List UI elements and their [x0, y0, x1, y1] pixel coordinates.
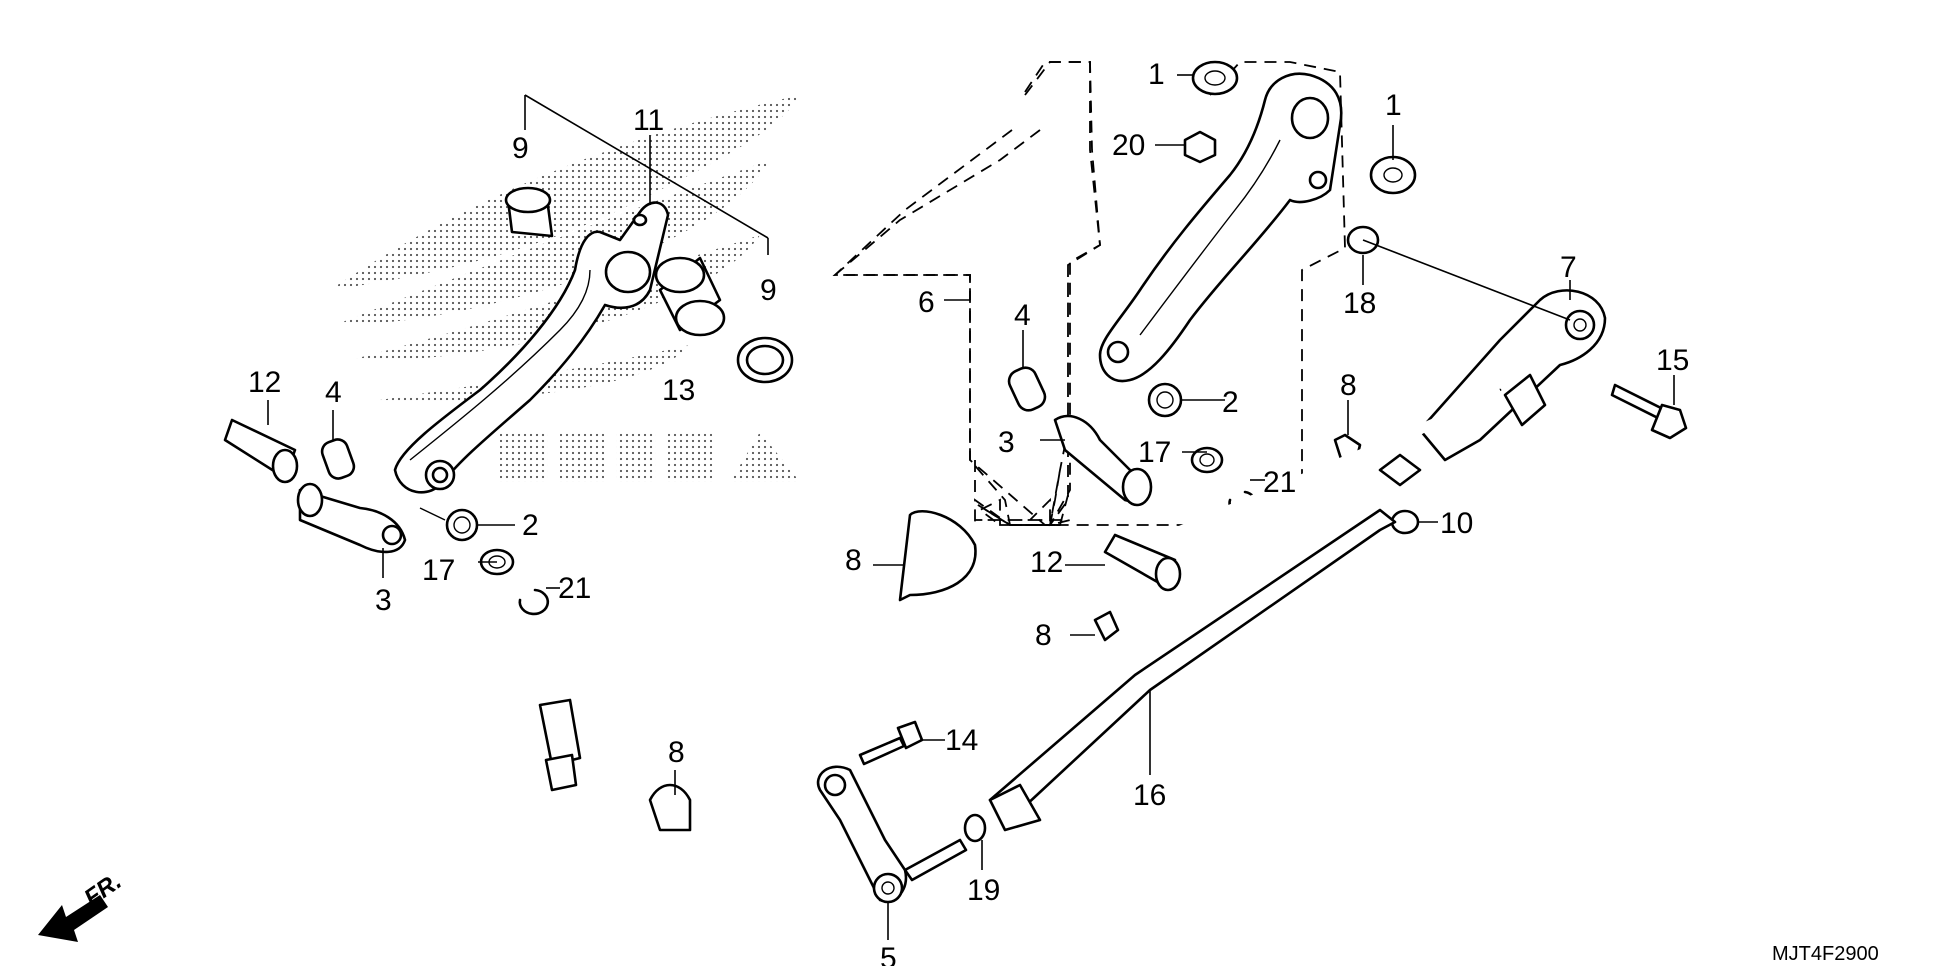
right-small-parts: [1007, 60, 1688, 535]
switch-cable: [538, 388, 1502, 878]
callout-2: 2: [522, 509, 539, 542]
callout-6: 6: [918, 286, 935, 319]
callout-3: 3: [375, 584, 392, 617]
left-small-parts: [223, 186, 794, 616]
callout-8: 8: [1340, 369, 1357, 402]
callout-17: 17: [422, 554, 455, 587]
callout-16: 16: [1133, 779, 1166, 812]
callout-11: 11: [633, 104, 664, 137]
callout-1: 1: [1385, 89, 1402, 122]
callout-9: 9: [512, 132, 529, 165]
callout-8: 8: [845, 544, 862, 577]
callout-8: 8: [668, 736, 685, 769]
shift-arm-6: [1098, 72, 1343, 383]
callout-12: 12: [248, 366, 281, 399]
callout-17: 17: [1138, 436, 1171, 469]
callout-10: 10: [1440, 507, 1473, 540]
front-direction-arrow: [38, 895, 108, 942]
callout-5: 5: [880, 942, 897, 966]
callout-20: 20: [1112, 129, 1145, 162]
lower-shift-arm-5: [816, 720, 987, 904]
callout-labels: 1 1 20 9 11 9 13 12 4 2 3 17 21 6 4 2 3 …: [79, 58, 1879, 971]
brake-pedal-11: [393, 201, 670, 494]
callout-21: 21: [558, 572, 591, 605]
callout-13: 13: [662, 374, 695, 407]
callout-14: 14: [945, 724, 978, 757]
callout-7: 7: [1560, 251, 1577, 284]
brand-watermark: [330, 95, 800, 482]
kit-boundary-6-left: [832, 129, 1069, 526]
callout-4: 4: [1014, 299, 1031, 332]
callout-4: 4: [325, 376, 342, 409]
callout-12: 12: [1030, 546, 1063, 579]
drawing-code: MJT4F2900: [1772, 943, 1879, 965]
cable-clips: [648, 510, 1120, 832]
callout-19: 19: [967, 874, 1000, 907]
callout-3: 3: [998, 426, 1015, 459]
callout-2: 2: [1222, 386, 1239, 419]
callout-18: 18: [1343, 287, 1376, 320]
callout-21: 21: [1263, 466, 1296, 499]
callout-1: 1: [1148, 58, 1165, 91]
shift-rod-16: [988, 508, 1397, 832]
callout-9: 9: [760, 274, 777, 307]
callout-15: 15: [1656, 344, 1689, 377]
leader-lines: [267, 74, 1675, 940]
callout-8: 8: [1035, 619, 1052, 652]
